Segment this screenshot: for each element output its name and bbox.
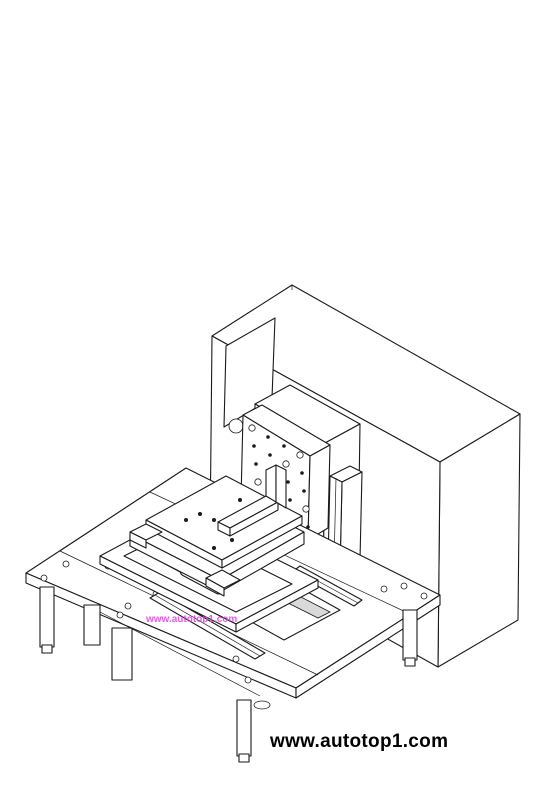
hole bbox=[40, 574, 48, 582]
hole bbox=[230, 538, 234, 542]
hole bbox=[268, 453, 272, 457]
hole bbox=[400, 582, 408, 590]
clamp-front bbox=[205, 569, 241, 597]
hole bbox=[252, 444, 256, 448]
hole bbox=[62, 560, 70, 568]
table-leg-right bbox=[402, 609, 418, 667]
hole bbox=[282, 460, 290, 468]
hole bbox=[124, 602, 132, 610]
hole bbox=[306, 525, 310, 529]
hole bbox=[232, 655, 240, 663]
hole bbox=[300, 471, 304, 475]
guide-rail-front bbox=[149, 591, 266, 660]
table-leg-front bbox=[236, 699, 252, 763]
hole bbox=[184, 518, 188, 522]
hole bbox=[296, 451, 304, 459]
hole bbox=[248, 424, 256, 432]
hole bbox=[254, 478, 262, 486]
hole bbox=[380, 585, 388, 593]
under-frame bbox=[83, 604, 271, 710]
table-leg-left bbox=[39, 586, 55, 654]
hole bbox=[238, 498, 242, 502]
hole bbox=[286, 480, 290, 484]
hole bbox=[266, 435, 270, 439]
hole bbox=[116, 611, 124, 619]
hole bbox=[212, 546, 216, 550]
website-url: www.autotop1.com bbox=[270, 731, 449, 752]
hole bbox=[282, 444, 286, 448]
hole bbox=[288, 498, 292, 502]
watermark-text: www.autotop1.com bbox=[146, 614, 238, 625]
l-bracket bbox=[217, 464, 287, 537]
hole bbox=[244, 676, 252, 684]
hole bbox=[302, 505, 310, 513]
clamp-left bbox=[129, 523, 163, 549]
hole bbox=[254, 462, 258, 466]
hole bbox=[302, 489, 306, 493]
hole bbox=[420, 592, 428, 600]
hole bbox=[212, 518, 216, 522]
hole bbox=[198, 512, 202, 516]
